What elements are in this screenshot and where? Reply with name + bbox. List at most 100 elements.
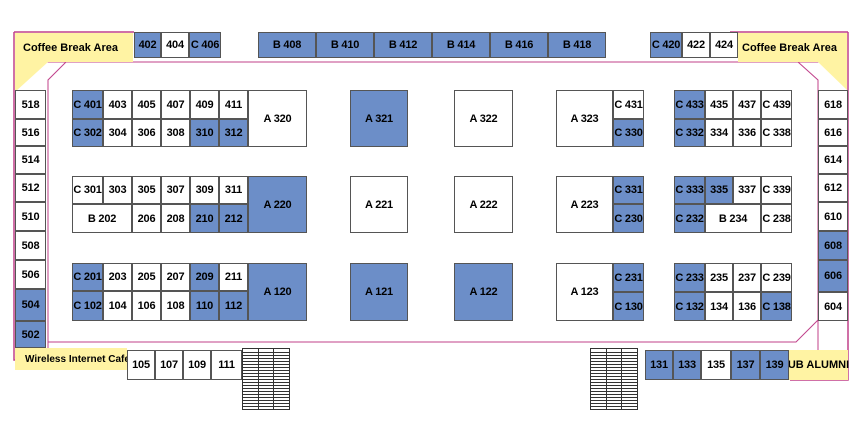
booth-a-122[interactable]: A 122: [454, 263, 513, 321]
booth-139[interactable]: 139: [760, 350, 789, 380]
booth-134[interactable]: 134: [705, 292, 733, 321]
booth-437[interactable]: 437: [733, 90, 761, 119]
booth-616[interactable]: 616: [818, 119, 848, 146]
booth-c-201[interactable]: C 201: [72, 263, 103, 291]
booth-506[interactable]: 506: [15, 260, 46, 289]
booth-508[interactable]: 508: [15, 231, 46, 260]
booth-405[interactable]: 405: [132, 90, 161, 119]
booth-c-431[interactable]: C 431: [613, 90, 644, 119]
booth-409[interactable]: 409: [190, 90, 219, 119]
booth-107[interactable]: 107: [155, 350, 183, 380]
booth-c-338[interactable]: C 338: [761, 119, 792, 147]
booth-a-123[interactable]: A 123: [556, 263, 613, 321]
booth-606[interactable]: 606: [818, 260, 848, 292]
booth-137[interactable]: 137: [731, 350, 760, 380]
booth-c-433[interactable]: C 433: [674, 90, 705, 119]
booth-205[interactable]: 205: [132, 263, 161, 291]
booth-111[interactable]: 111: [211, 350, 242, 380]
booth-a-121[interactable]: A 121: [350, 263, 408, 321]
booth-a-221[interactable]: A 221: [350, 176, 408, 233]
booth-502[interactable]: 502: [15, 321, 46, 348]
booth-211[interactable]: 211: [219, 263, 248, 291]
booth-b-410[interactable]: B 410: [316, 32, 374, 58]
booth-337[interactable]: 337: [733, 176, 761, 204]
booth-206[interactable]: 206: [132, 204, 161, 233]
booth-612[interactable]: 612: [818, 174, 848, 202]
booth-303[interactable]: 303: [103, 176, 132, 204]
booth-235[interactable]: 235: [705, 263, 733, 292]
booth-210[interactable]: 210: [190, 204, 219, 233]
booth-c-102[interactable]: C 102: [72, 291, 103, 321]
booth-305[interactable]: 305: [132, 176, 161, 204]
booth-c-230[interactable]: C 230: [613, 204, 644, 233]
booth-a-120[interactable]: A 120: [248, 263, 307, 321]
booth-c-339[interactable]: C 339: [761, 176, 792, 204]
booth-435[interactable]: 435: [705, 90, 733, 119]
booth-308[interactable]: 308: [161, 119, 190, 147]
booth-610[interactable]: 610: [818, 202, 848, 231]
booth-104[interactable]: 104: [103, 291, 132, 321]
booth-608[interactable]: 608: [818, 231, 848, 260]
booth-209[interactable]: 209: [190, 263, 219, 291]
booth-306[interactable]: 306: [132, 119, 161, 147]
booth-208[interactable]: 208: [161, 204, 190, 233]
booth-c-332[interactable]: C 332: [674, 119, 705, 147]
booth-b-202[interactable]: B 202: [72, 204, 132, 233]
booth-618[interactable]: 618: [818, 90, 848, 119]
booth-404[interactable]: 404: [161, 32, 189, 58]
booth-604[interactable]: 604: [818, 292, 848, 321]
booth-335[interactable]: 335: [705, 176, 733, 204]
booth-136[interactable]: 136: [733, 292, 761, 321]
booth-516[interactable]: 516: [15, 119, 46, 146]
booth-514[interactable]: 514: [15, 146, 46, 174]
booth-c-330[interactable]: C 330: [613, 119, 644, 147]
booth-614[interactable]: 614: [818, 146, 848, 174]
booth-403[interactable]: 403: [103, 90, 132, 119]
booth-b-414[interactable]: B 414: [432, 32, 490, 58]
booth-407[interactable]: 407: [161, 90, 190, 119]
booth-135[interactable]: 135: [701, 350, 731, 380]
booth-310[interactable]: 310: [190, 119, 219, 147]
booth-105[interactable]: 105: [127, 350, 155, 380]
booth-b-416[interactable]: B 416: [490, 32, 548, 58]
booth-c-331[interactable]: C 331: [613, 176, 644, 204]
booth-518[interactable]: 518: [15, 90, 46, 119]
booth-334[interactable]: 334: [705, 119, 733, 147]
booth-c-138[interactable]: C 138: [761, 292, 792, 321]
booth-106[interactable]: 106: [132, 291, 161, 321]
booth-a-321[interactable]: A 321: [350, 90, 408, 147]
booth-c-132[interactable]: C 132: [674, 292, 705, 321]
booth-c-301[interactable]: C 301: [72, 176, 103, 204]
booth-b-418[interactable]: B 418: [548, 32, 606, 58]
booth-133[interactable]: 133: [673, 350, 701, 380]
booth-336[interactable]: 336: [733, 119, 761, 147]
booth-c-233[interactable]: C 233: [674, 263, 705, 292]
booth-b-408[interactable]: B 408: [258, 32, 316, 58]
booth-112[interactable]: 112: [219, 291, 248, 321]
booth-109[interactable]: 109: [183, 350, 211, 380]
booth-c-238[interactable]: C 238: [761, 204, 792, 233]
booth-c-439[interactable]: C 439: [761, 90, 792, 119]
booth-c-401[interactable]: C 401: [72, 90, 103, 119]
booth-510[interactable]: 510: [15, 202, 46, 231]
booth-c-406[interactable]: C 406: [189, 32, 221, 58]
booth-a-323[interactable]: A 323: [556, 90, 613, 147]
booth-a-220[interactable]: A 220: [248, 176, 307, 233]
booth-a-320[interactable]: A 320: [248, 90, 307, 147]
booth-207[interactable]: 207: [161, 263, 190, 291]
booth-a-222[interactable]: A 222: [454, 176, 513, 233]
booth-c-333[interactable]: C 333: [674, 176, 705, 204]
booth-237[interactable]: 237: [733, 263, 761, 292]
booth-307[interactable]: 307: [161, 176, 190, 204]
booth-a-322[interactable]: A 322: [454, 90, 513, 147]
booth-212[interactable]: 212: [219, 204, 248, 233]
booth-312[interactable]: 312: [219, 119, 248, 147]
booth-c-420[interactable]: C 420: [650, 32, 682, 58]
booth-b-234[interactable]: B 234: [705, 204, 761, 233]
booth-311[interactable]: 311: [219, 176, 248, 204]
booth-c-239[interactable]: C 239: [761, 263, 792, 292]
booth-108[interactable]: 108: [161, 291, 190, 321]
booth-c-302[interactable]: C 302: [72, 119, 103, 147]
booth-402[interactable]: 402: [134, 32, 161, 58]
booth-411[interactable]: 411: [219, 90, 248, 119]
